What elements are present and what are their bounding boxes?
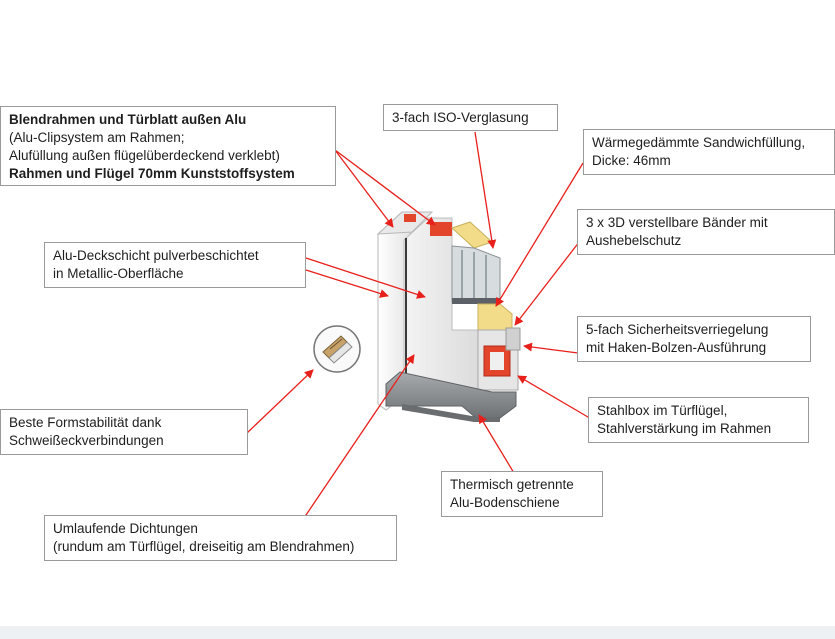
label-sandwich-fill-line-1: Wärmegedämmte Sandwichfüllung, <box>592 135 806 150</box>
label-steel-box-line-2: Stahlverstärkung im Rahmen <box>597 421 772 436</box>
bottom-band <box>0 626 835 639</box>
label-form-stability: Beste Formstabilität dank Schweißeckverb… <box>0 409 248 455</box>
label-locking-line-1: 5-fach Sicherheitsverriegelung <box>586 322 769 337</box>
label-hinges-line-1: 3 x 3D verstellbare Bänder mit <box>586 215 768 230</box>
label-seals-line-1: Umlaufende Dichtungen <box>53 521 198 536</box>
threshold-rail <box>385 371 517 419</box>
label-hinges-line-2: Aushebelschutz <box>586 233 682 248</box>
label-frame-material-line-3: Alufüllung außen flügelüberdeckend verkl… <box>9 148 280 163</box>
threshold-foot <box>402 404 500 422</box>
label-frame-material-line-2: (Alu-Clipsystem am Rahmen; <box>9 130 185 145</box>
arrow-hinges <box>514 236 584 326</box>
arrow-steel-box <box>517 375 594 421</box>
arrow-form-stability <box>246 369 314 434</box>
label-steel-box-line-1: Stahlbox im Türflügel, <box>597 403 728 418</box>
label-seals: Umlaufende Dichtungen (rundum am Türflüg… <box>44 515 397 561</box>
frame-top <box>376 211 434 235</box>
label-glazing: 3-fach ISO-Verglasung <box>383 104 558 131</box>
arrow-glazing <box>474 131 497 249</box>
arrow-frame-material-a <box>334 149 394 228</box>
label-alu-coating: Alu-Deckschicht pulverbeschichtet in Met… <box>44 242 306 288</box>
label-alu-coating-line-1: Alu-Deckschicht pulverbeschichtet <box>53 248 259 263</box>
label-steel-box: Stahlbox im Türflügel, Stahlverstärkung … <box>588 397 809 443</box>
sandwich-insulation-top <box>451 221 493 249</box>
arrow-locking <box>523 342 579 354</box>
label-threshold: Thermisch getrennte Alu-Bodenschiene <box>441 471 603 517</box>
glazing-unit <box>451 245 501 303</box>
label-frame-material: Blendrahmen und Türblatt außen Alu (Alu-… <box>0 106 336 186</box>
glazing-spacer <box>452 298 500 304</box>
hinge-block <box>505 327 521 351</box>
frame-top-steel <box>404 214 416 222</box>
label-frame-material-line-1: Blendrahmen und Türblatt außen Alu <box>9 112 247 127</box>
label-threshold-line-2: Alu-Bodenschiene <box>450 495 560 510</box>
arrow-seals <box>303 354 415 519</box>
label-threshold-line-1: Thermisch getrennte <box>450 477 574 492</box>
label-seals-line-2: (rundum am Türflügel, dreiseitig am Blen… <box>53 539 355 554</box>
label-locking-line-2: mit Haken-Bolzen-Ausführung <box>586 340 767 355</box>
label-alu-coating-line-2: in Metallic-Oberfläche <box>53 266 184 281</box>
label-locking: 5-fach Sicherheitsverriegelung mit Haken… <box>577 316 811 362</box>
label-frame-material-line-4: Rahmen und Flügel 70mm Kunststoffsystem <box>9 166 295 181</box>
label-glazing-line-1: 3-fach ISO-Verglasung <box>392 110 529 125</box>
label-sandwich-fill: Wärmegedämmte Sandwichfüllung, Dicke: 46… <box>583 129 835 175</box>
steel-box-inner <box>490 352 504 370</box>
corner-connector-icon <box>322 335 353 364</box>
arrow-alu-coating-b <box>305 269 389 298</box>
label-sandwich-fill-line-2: Dicke: 46mm <box>592 153 671 168</box>
label-form-stability-line-2: Schweißeckverbindungen <box>9 433 164 448</box>
arrow-frame-material-b <box>334 149 436 226</box>
arrow-sandwich-fill <box>495 162 584 307</box>
label-form-stability-line-1: Beste Formstabilität dank <box>9 415 162 430</box>
label-hinges: 3 x 3D verstellbare Bänder mit Aushebels… <box>577 209 835 255</box>
leader-lines <box>246 131 594 519</box>
arrow-alu-coating-a <box>305 257 426 299</box>
